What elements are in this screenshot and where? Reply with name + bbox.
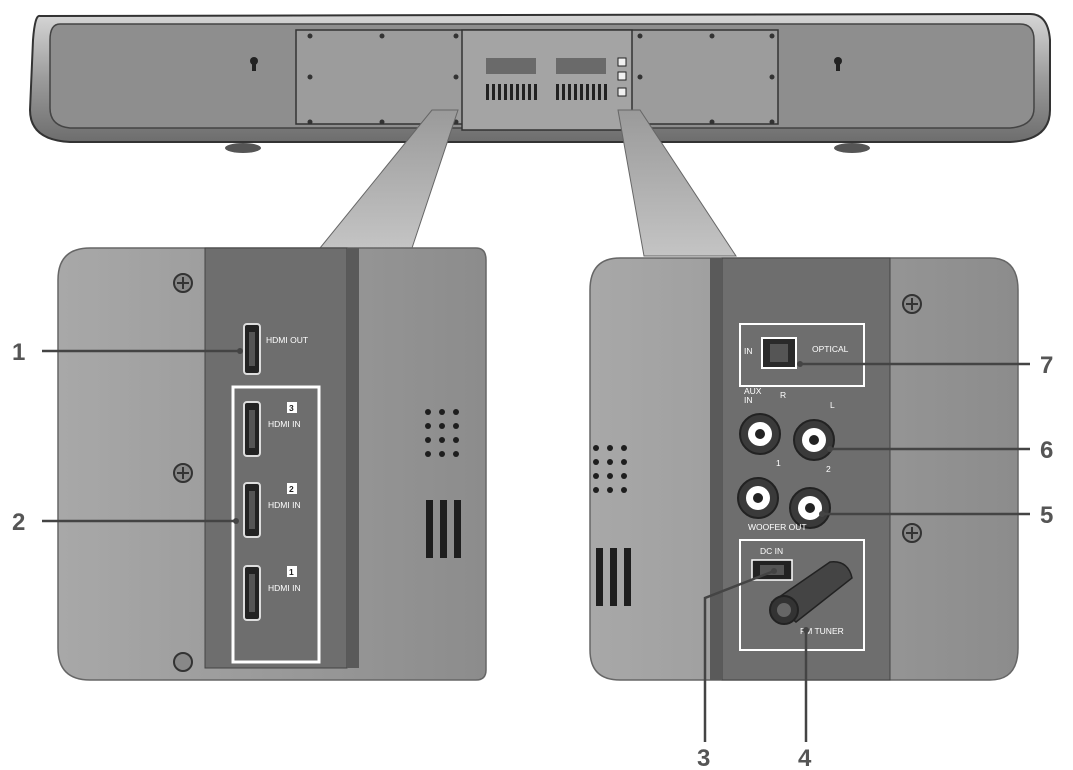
mini-ports <box>617 57 627 97</box>
side-vent-holes-right <box>593 445 627 493</box>
hdmi-in-2-label: HDMI IN <box>268 500 301 510</box>
callout-number-1: 1 <box>12 339 25 366</box>
zoom-beam-right <box>617 109 737 257</box>
hdmi-in-2-port: 2 HDMI IN <box>243 482 301 538</box>
side-vent-holes <box>425 409 459 457</box>
callout-number-3: 3 <box>697 745 710 770</box>
woofer-out-jack-2 <box>789 487 831 529</box>
wall-mount-hole-right <box>834 57 842 71</box>
hdmi-in-3-port: 3 HDMI IN <box>243 401 301 457</box>
soundbar-body <box>28 12 1051 153</box>
aux-r-jack <box>739 413 781 455</box>
optical-port-group: IN OPTICAL <box>739 323 865 387</box>
aux-l-label: L <box>830 400 835 410</box>
panel-screws-right <box>902 294 922 543</box>
jack-1-label: 1 <box>776 458 781 468</box>
callout-line-3 <box>703 569 775 742</box>
side-vent-slots-right <box>596 548 631 606</box>
dc-in-label: DC IN <box>760 546 783 556</box>
woofer-out-group: WOOFER OUT <box>737 477 831 532</box>
woofer-out-jack-1 <box>737 477 779 519</box>
jack-2-label: 2 <box>826 464 831 474</box>
hdmi-in-3-number: 3 <box>289 403 294 413</box>
callout-number-4: 4 <box>798 745 812 770</box>
callout-number-5: 5 <box>1040 502 1053 529</box>
callout-lines <box>42 349 1030 742</box>
hdmi-out-port: HDMI OUT <box>243 323 308 375</box>
hdmi-in-3-label: HDMI IN <box>268 419 301 429</box>
callout-dots <box>233 348 833 633</box>
hdmi-in-1-number: 1 <box>289 567 294 577</box>
callout-number-2: 2 <box>12 509 25 536</box>
wall-mount-hole-left <box>250 57 258 71</box>
connector-plate <box>461 29 633 131</box>
hdmi-in-2-number: 2 <box>289 484 294 494</box>
optical-label: OPTICAL <box>812 344 849 354</box>
aux-l-jack <box>793 419 835 461</box>
panel-screws-left <box>173 273 193 672</box>
callout-number-7: 7 <box>1040 352 1053 379</box>
hdmi-in-group-frame <box>231 385 321 664</box>
aux-r-label: R <box>780 390 786 400</box>
foot-left <box>225 143 261 153</box>
hdmi-out-label: HDMI OUT <box>266 335 308 345</box>
woofer-out-label: WOOFER OUT <box>748 522 807 532</box>
side-vent-slots <box>426 500 461 558</box>
fm-tuner-label: FM TUNER <box>800 626 844 636</box>
hdmi-in-1-label: HDMI IN <box>268 583 301 593</box>
top-vents <box>486 58 607 100</box>
fm-tuner-port: FM TUNER <box>769 561 853 636</box>
foot-right <box>834 143 870 153</box>
hdmi-in-1-port: 1 HDMI IN <box>243 565 301 621</box>
left-zoom-panel: HDMI OUT 3 HDMI IN 2 HDMI IN 1 HDMI IN <box>57 247 487 681</box>
callout-number-6: 6 <box>1040 437 1053 464</box>
optical-in-label: IN <box>744 346 753 356</box>
